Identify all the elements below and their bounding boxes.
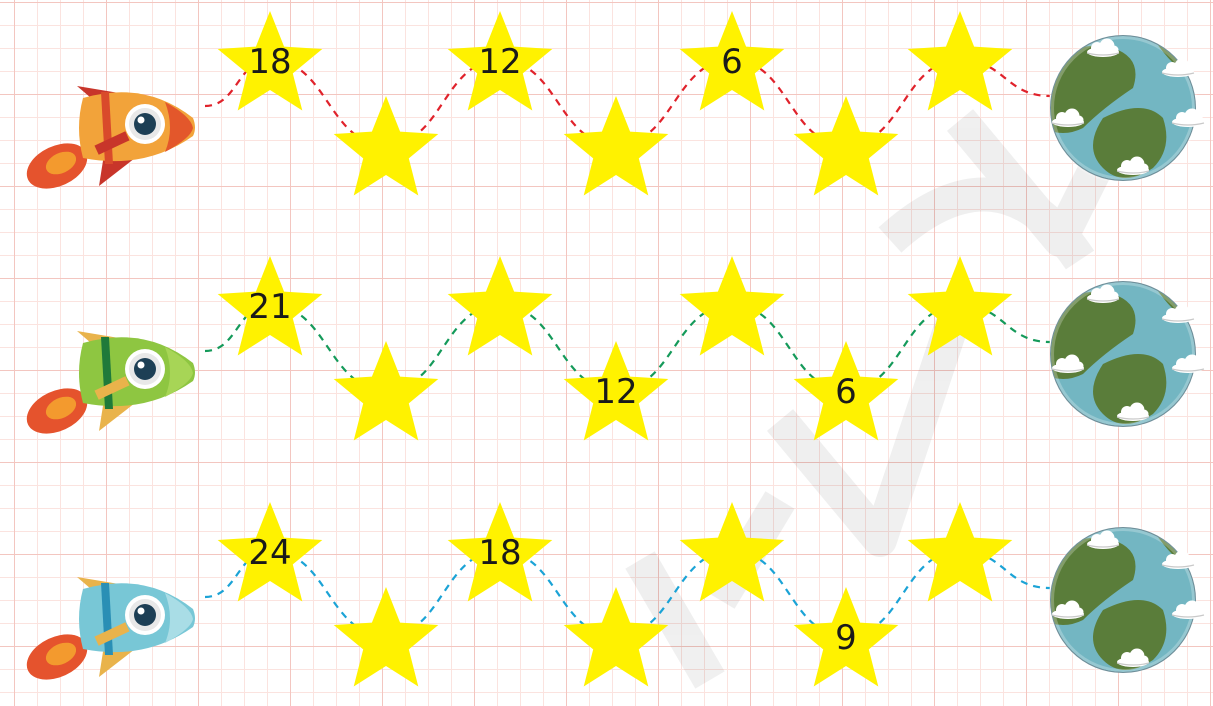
star-row-2-5 bbox=[680, 256, 785, 356]
star-row-3-6: 9 bbox=[794, 587, 899, 687]
star-row-1-4 bbox=[564, 96, 669, 196]
star-row-3-2 bbox=[334, 587, 439, 687]
star-row-1-1: 18 bbox=[218, 11, 323, 111]
star-icon bbox=[908, 11, 1013, 111]
rocket-icon-row-1 bbox=[20, 86, 195, 198]
star-number: 21 bbox=[248, 287, 291, 327]
stars-layer: 18 12 6 21 12 6 24 18 9 bbox=[218, 11, 1013, 687]
earth-planet-icon-row-2 bbox=[1033, 281, 1204, 444]
star-icon bbox=[908, 502, 1013, 602]
rockets-layer bbox=[20, 86, 195, 689]
star-row-1-5: 6 bbox=[680, 11, 785, 111]
earth-planet-icon-row-3 bbox=[1033, 527, 1204, 690]
star-row-1-6 bbox=[794, 96, 899, 196]
star-icon bbox=[334, 96, 439, 196]
rocket-icon-row-3 bbox=[20, 577, 195, 689]
earths-layer bbox=[1033, 35, 1204, 690]
star-row-3-7 bbox=[908, 502, 1013, 602]
star-row-2-1: 21 bbox=[218, 256, 323, 356]
earth-planet-icon-row-1 bbox=[1033, 35, 1204, 198]
star-icon bbox=[564, 96, 669, 196]
star-number: 12 bbox=[478, 42, 521, 82]
star-row-2-2 bbox=[334, 341, 439, 441]
star-icon bbox=[448, 256, 553, 356]
star-number: 24 bbox=[248, 533, 291, 573]
star-icon bbox=[334, 341, 439, 441]
star-row-1-7 bbox=[908, 11, 1013, 111]
star-icon bbox=[680, 256, 785, 356]
star-number: 18 bbox=[248, 42, 291, 82]
star-row-2-4: 12 bbox=[564, 341, 669, 441]
star-number: 12 bbox=[594, 372, 637, 412]
star-row-2-3 bbox=[448, 256, 553, 356]
star-icon bbox=[334, 587, 439, 687]
star-row-3-1: 24 bbox=[218, 502, 323, 602]
star-number: 18 bbox=[478, 533, 521, 573]
star-row-1-3: 12 bbox=[448, 11, 553, 111]
star-row-2-6: 6 bbox=[794, 341, 899, 441]
star-number: 6 bbox=[721, 42, 743, 82]
rocket-icon-row-2 bbox=[20, 331, 195, 443]
star-number: 9 bbox=[835, 618, 857, 658]
star-number: 6 bbox=[835, 372, 857, 412]
star-row-3-3: 18 bbox=[448, 502, 553, 602]
star-row-1-2 bbox=[334, 96, 439, 196]
star-icon bbox=[794, 96, 899, 196]
